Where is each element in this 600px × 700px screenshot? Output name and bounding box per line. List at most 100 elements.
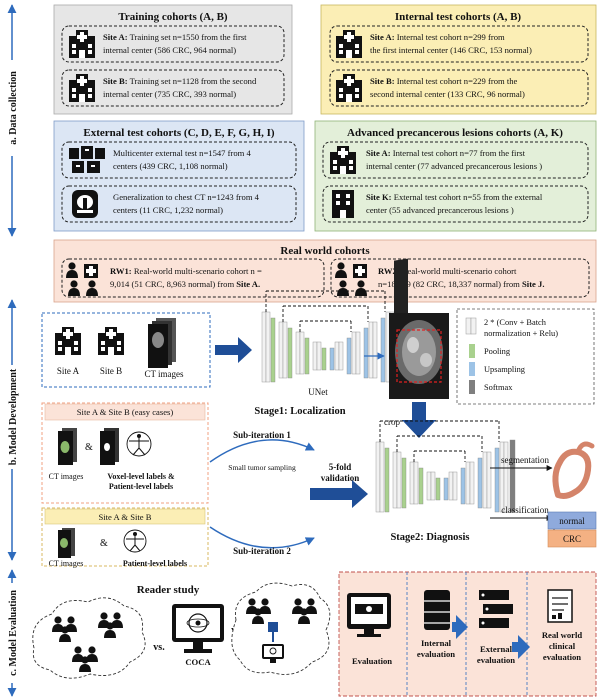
and-symbol: & bbox=[85, 442, 93, 453]
svg-text:Site K: External test cohort n: Site K: External test cohort n=55 from t… bbox=[366, 192, 543, 202]
voxel-labels-line2: Patient-level labels bbox=[109, 482, 173, 491]
stage2-label: Stage2: Diagnosis bbox=[390, 532, 469, 543]
site-b-label: Site B bbox=[100, 366, 122, 376]
internal-title: Internal test cohorts (A, B) bbox=[395, 11, 522, 23]
vs-label-1: vs. bbox=[153, 642, 165, 653]
easy-cases-header: Site A & Site B (easy cases) bbox=[77, 407, 174, 417]
svg-text:Site A: Training set n=1550 fr: Site A: Training set n=1550 from the fir… bbox=[103, 32, 247, 42]
legend-upsampling-swatch bbox=[469, 362, 475, 376]
real-eval-line2: clinical bbox=[549, 641, 576, 651]
crop-label: crop bbox=[384, 417, 400, 427]
section-label-a: a. Data collection bbox=[8, 71, 19, 145]
flow-arrow bbox=[215, 337, 252, 363]
chest-ct-icon bbox=[72, 190, 98, 218]
normal-class-box bbox=[547, 511, 597, 530]
evaluation-flow: Evaluation Internal evaluation External … bbox=[338, 571, 597, 697]
svg-text:Site A: Internal test cohort n: Site A: Internal test cohort n=77 from t… bbox=[366, 148, 526, 158]
training-siteA-line2: internal center (586 CRC, 964 normal) bbox=[103, 45, 236, 55]
svg-text:n=18,419 (82 CRC, 18,337 norma: n=18,419 (82 CRC, 18,337 normal) from Si… bbox=[378, 279, 544, 289]
vitruvian-icon bbox=[126, 431, 152, 457]
unet-stage1 bbox=[261, 290, 402, 383]
section-label-c: c. Model Evaluation bbox=[8, 590, 19, 676]
legend-upsampling: Upsampling bbox=[484, 365, 526, 374]
external-eval-line2: evaluation bbox=[477, 655, 515, 665]
rw1-line2: 9,014 (51 CRC, 8,963 normal) from bbox=[110, 279, 234, 289]
ct-stack-icon bbox=[58, 428, 77, 465]
external-title: External test cohorts (C, D, E, F, G, H,… bbox=[83, 127, 274, 139]
advanced-siteA-line2: internal center (77 advanced precancerou… bbox=[366, 161, 542, 171]
subiter2-label: Sub-iteration 2 bbox=[233, 546, 291, 556]
database-icon bbox=[424, 590, 450, 630]
coca-monitor-icon bbox=[172, 604, 224, 653]
training-siteA-label: Site A: bbox=[103, 32, 128, 42]
outputs: segmentation classification normal CRC bbox=[490, 441, 597, 548]
report-icon bbox=[547, 589, 573, 623]
external-chestct-line1: Generalization to chest CT n=1243 from 4 bbox=[113, 192, 260, 202]
stage1-label: Stage1: Localization bbox=[254, 406, 345, 417]
reader-study: vs. COCA vs. bbox=[32, 582, 331, 679]
small-tumor-label: Small tumor sampling bbox=[228, 463, 296, 472]
site-ab-header: Site A & Site B bbox=[98, 512, 151, 522]
advanced-siteK-line2: center (55 advanced precancerous lesions… bbox=[366, 205, 514, 215]
sites-box: Site A Site B CT images bbox=[41, 312, 211, 388]
ct-images-label: CT images bbox=[49, 472, 84, 481]
easy-cases-box: Site A & Site B (easy cases) CT images &… bbox=[41, 402, 209, 504]
internal-siteB-line2: second internal center (133 CRC, 96 norm… bbox=[370, 89, 525, 99]
training-cohorts-panel: Training cohorts (A, B) Site A: Training… bbox=[53, 4, 293, 115]
legend: 2 * (Conv + Batch normalization + Relu) … bbox=[456, 308, 595, 405]
real-eval-line3: evaluation bbox=[543, 652, 581, 662]
internal-siteB-label: Site B: bbox=[370, 76, 395, 86]
rw1-label: RW1: bbox=[110, 266, 132, 276]
crc-class-box bbox=[547, 529, 597, 548]
rw2-site: Site J. bbox=[522, 279, 544, 289]
svg-text:RW1: Real-world multi-scenario: RW1: Real-world multi-scenario cohort n … bbox=[110, 266, 262, 276]
server-icon bbox=[479, 590, 513, 628]
legend-conv-line2: normalization + Relu) bbox=[484, 329, 558, 338]
scenario-icon bbox=[66, 262, 98, 296]
ct-images-label: CT images bbox=[144, 369, 184, 379]
svg-text:Site B: Training set n=1128 fr: Site B: Training set n=1128 from the sec… bbox=[103, 76, 257, 86]
coca-label: COCA bbox=[185, 657, 211, 667]
advanced-siteK-label: Site K: bbox=[366, 192, 392, 202]
training-siteB-line1: Training set n=1128 from the second bbox=[130, 76, 257, 86]
internal-eval-line2: evaluation bbox=[417, 649, 455, 659]
internal-eval-line1: Internal bbox=[421, 638, 452, 648]
patient-level-box: Site A & Site B CT images & Patient-leve… bbox=[41, 507, 209, 568]
sub-iteration-flow: Sub-iteration 1 Small tumor sampling Sub… bbox=[209, 430, 368, 556]
external-eval-line1: External bbox=[480, 644, 513, 654]
advanced-siteK-line1: External test cohort n=55 from the exter… bbox=[394, 192, 543, 202]
multicenter-icon bbox=[69, 146, 105, 173]
section-label-b: b. Model Development bbox=[8, 368, 19, 465]
assisted-reader-cloud bbox=[231, 582, 331, 675]
section-bar: a. Data collection b. Model Development … bbox=[4, 4, 20, 697]
legend-softmax: Softmax bbox=[484, 383, 513, 392]
classification-label: classification bbox=[501, 505, 549, 515]
crc-class-label: CRC bbox=[563, 534, 581, 544]
monitor-icon bbox=[262, 644, 284, 663]
legend-pooling: Pooling bbox=[484, 347, 511, 356]
ct-stack-icon bbox=[58, 528, 75, 558]
realworld-title: Real world cohorts bbox=[280, 245, 370, 257]
colon-icon bbox=[552, 441, 595, 499]
internal-siteA-line1: Internal test cohort n=299 from bbox=[397, 32, 505, 42]
subiter1-label: Sub-iteration 1 bbox=[233, 430, 291, 440]
rw1-line1: Real-world multi-scenario cohort n = bbox=[134, 266, 262, 276]
external-chestct-line2: centers (11 CRC, 1,232 normal) bbox=[113, 205, 223, 215]
fivefold-line1: 5-fold bbox=[329, 462, 352, 472]
external-test-panel: External test cohorts (C, D, E, F, G, H,… bbox=[53, 120, 305, 232]
rw2-label: RW2: bbox=[378, 266, 400, 276]
rw1-site: Site A. bbox=[236, 279, 260, 289]
segmentation-label: segmentation bbox=[501, 455, 549, 465]
internal-siteA-line2: the first internal center (146 CRC, 153 … bbox=[370, 45, 532, 55]
training-siteB-label: Site B: bbox=[103, 76, 128, 86]
voxel-label-icon bbox=[100, 428, 119, 465]
svg-text:Site A: Internal test cohort n: Site A: Internal test cohort n=299 from bbox=[370, 32, 505, 42]
real-world-panel: Real world cohorts RW1: Real-world multi… bbox=[53, 239, 597, 303]
advanced-title: Advanced precancerous lesions cohorts (A… bbox=[347, 127, 563, 139]
legend-conv-swatch bbox=[465, 317, 472, 335]
internal-siteB-line1: Internal test cohort n=229 from the bbox=[397, 76, 518, 86]
internal-siteA-label: Site A: bbox=[370, 32, 395, 42]
svg-text:RW2: Real-world multi-scenario: RW2: Real-world multi-scenario cohort bbox=[378, 266, 517, 276]
training-siteA-line1: Training set n=1550 from the first bbox=[130, 32, 248, 42]
